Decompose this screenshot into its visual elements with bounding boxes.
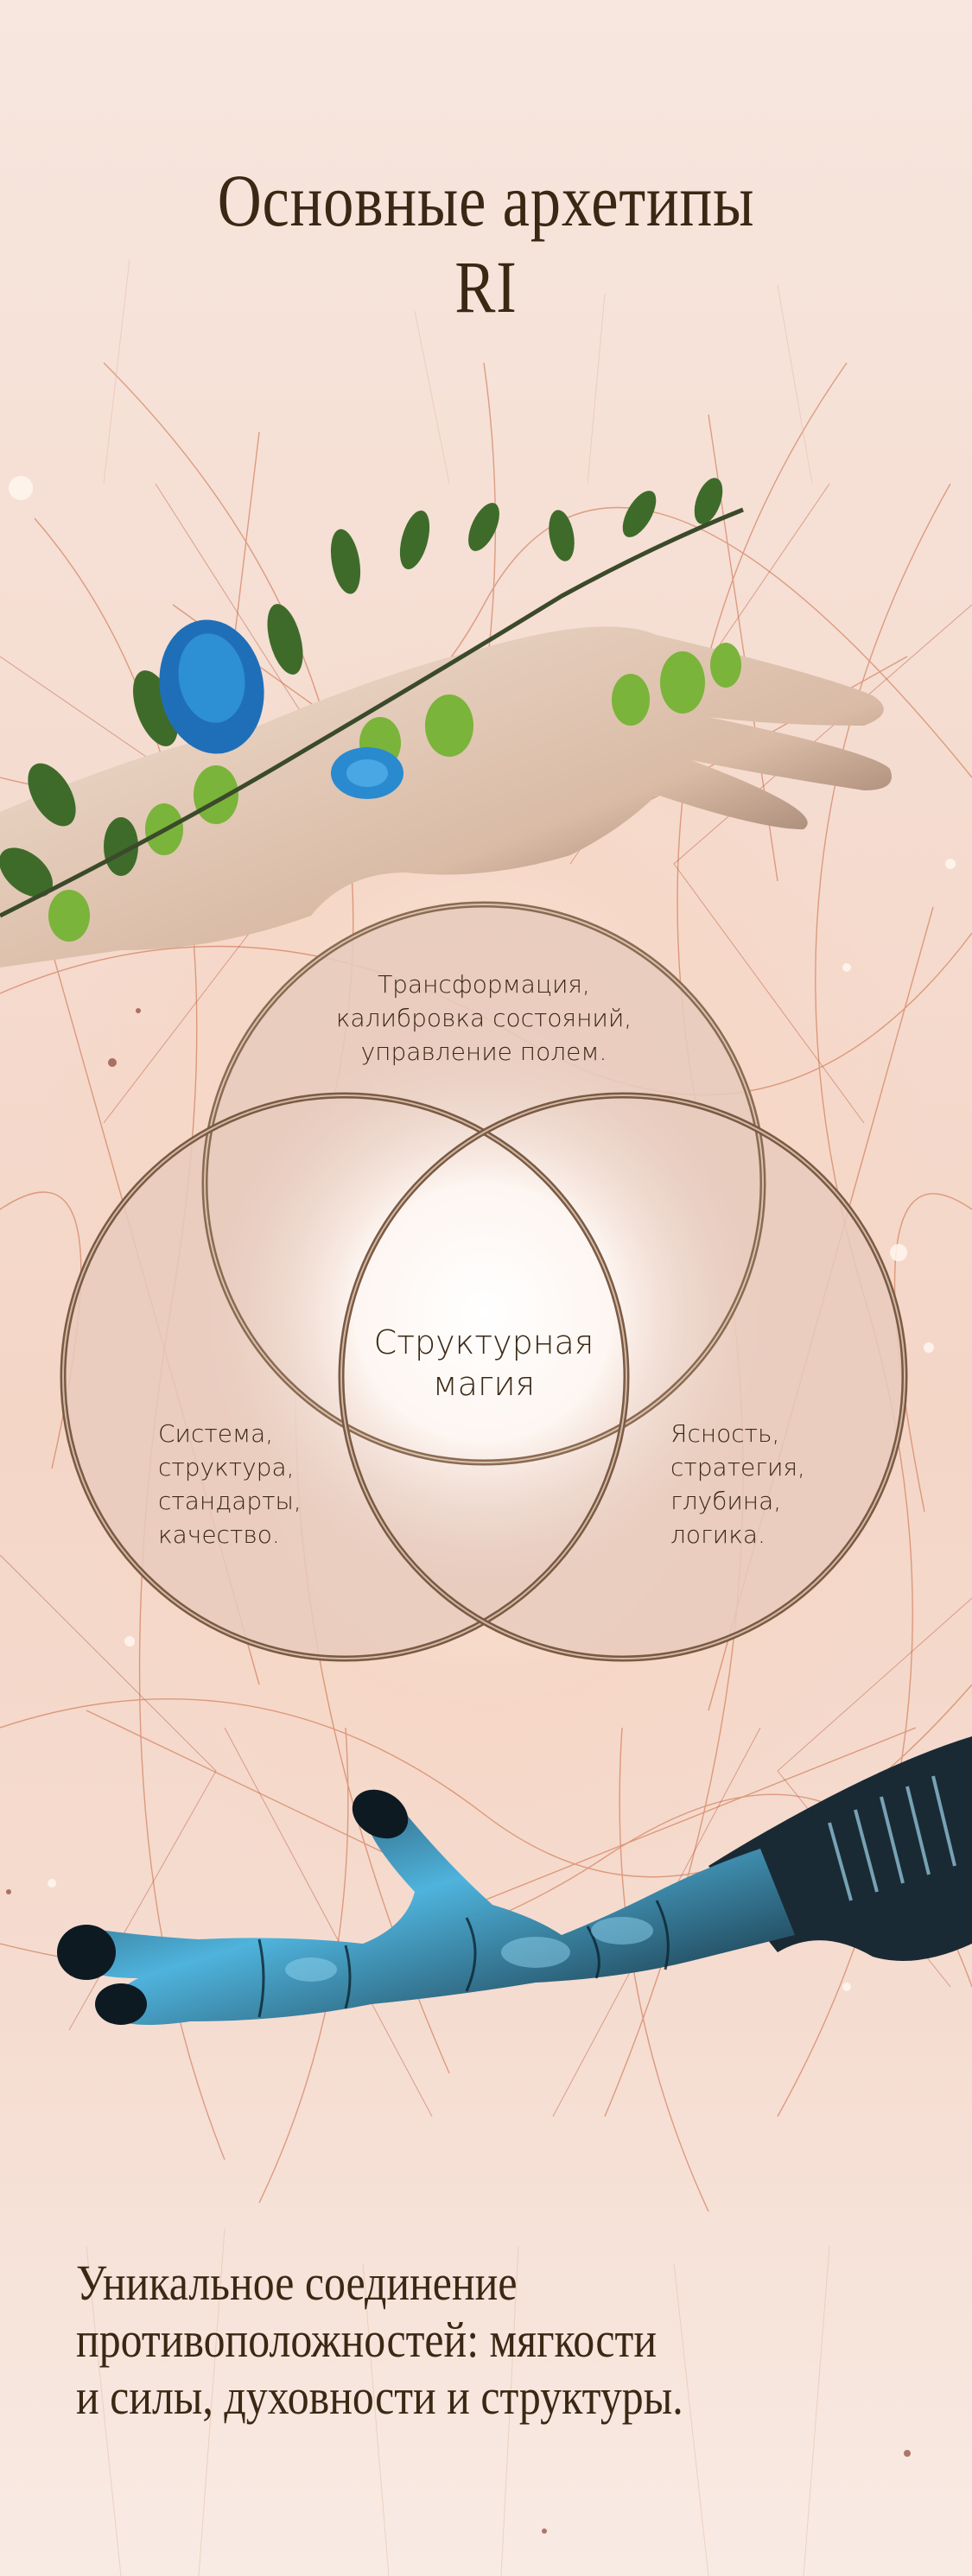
- center-line-1: Структурная: [373, 1323, 594, 1361]
- left-circle-line-2: структура,: [158, 1453, 295, 1482]
- top-circle-label: Трансформация, калибровка состояний, упр…: [311, 968, 657, 1069]
- right-circle-label: Ясность, стратегия, глубина, логика.: [670, 1417, 805, 1551]
- top-circle-line-3: управление полем.: [360, 1037, 607, 1066]
- right-circle-line-3: глубина,: [670, 1487, 782, 1515]
- human-hand-with-floral-vine-icon: [0, 478, 892, 968]
- footer-line-2: противоположностей: мягкости: [76, 2312, 658, 2368]
- right-circle-line-4: логика.: [670, 1520, 766, 1549]
- venn-fills: [63, 904, 905, 1659]
- venn-rings: [60, 901, 908, 1662]
- right-circle-line-1: Ясность,: [670, 1419, 780, 1448]
- left-circle-line-4: качество.: [158, 1520, 280, 1549]
- footer-line-1: Уникальное соединение: [76, 2255, 518, 2311]
- top-circle-line-1: Трансформация,: [378, 970, 590, 999]
- right-circle-line-2: стратегия,: [670, 1453, 805, 1482]
- title-line-1: Основные архетипы: [217, 159, 755, 242]
- footer-tagline: Уникальное соединение противоположностей…: [76, 2255, 683, 2426]
- footer-line-3: и силы, духовности и структуры.: [76, 2369, 683, 2425]
- top-circle-line-2: калибровка состояний,: [335, 1004, 632, 1032]
- robotic-hand-icon: [57, 1736, 972, 2025]
- left-circle-line-1: Система,: [158, 1419, 274, 1448]
- title-line-2: RI: [454, 245, 518, 328]
- center-line-2: магия: [432, 1365, 536, 1403]
- center-intersection-label: Структурная магия: [341, 1322, 626, 1405]
- page-title: Основные архетипы RI: [87, 157, 885, 330]
- left-circle-line-3: стандарты,: [158, 1487, 302, 1515]
- left-circle-label: Система, структура, стандарты, качество.: [158, 1417, 302, 1551]
